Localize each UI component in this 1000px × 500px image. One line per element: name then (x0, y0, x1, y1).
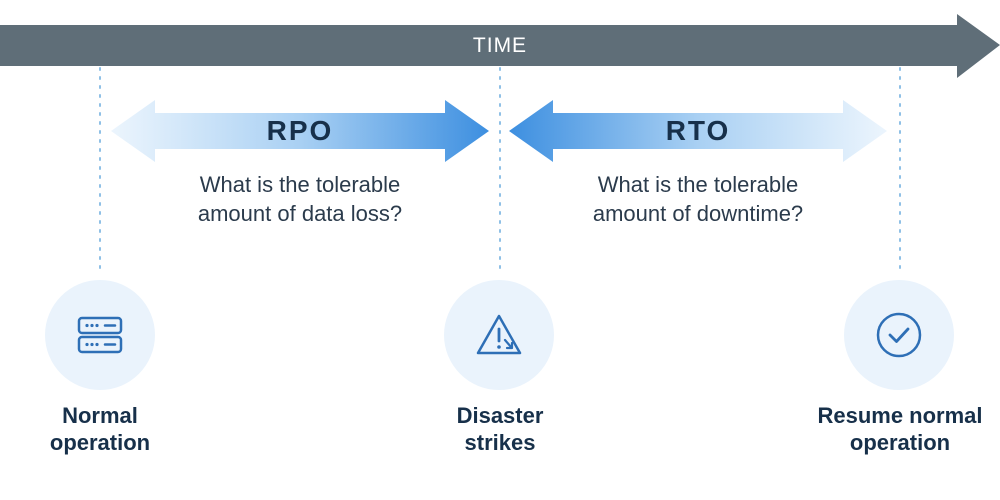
resume-operation-circle (844, 280, 954, 390)
rto-question: What is the tolerable amount of downtime… (592, 172, 804, 226)
warning-icon (474, 312, 524, 358)
rto-double-arrow (509, 100, 887, 162)
check-circle-icon (874, 310, 924, 360)
rpo-double-arrow (111, 100, 489, 162)
time-arrow (0, 14, 1000, 78)
normal-operation-circle (45, 280, 155, 390)
rpo-label: RPO (266, 115, 334, 146)
stage-label-disaster-strikes: Disaster strikes (456, 403, 544, 455)
time-label: TIME (472, 34, 528, 57)
server-icon (76, 315, 124, 355)
rto-label: RTO (665, 115, 731, 146)
rpo-question: What is the tolerable amount of data los… (197, 172, 403, 226)
stage-label-resume-operation: Resume normal operation (817, 403, 983, 455)
disaster-strikes-circle (444, 280, 554, 390)
stage-label-normal-operation: Normal operation (49, 403, 151, 455)
